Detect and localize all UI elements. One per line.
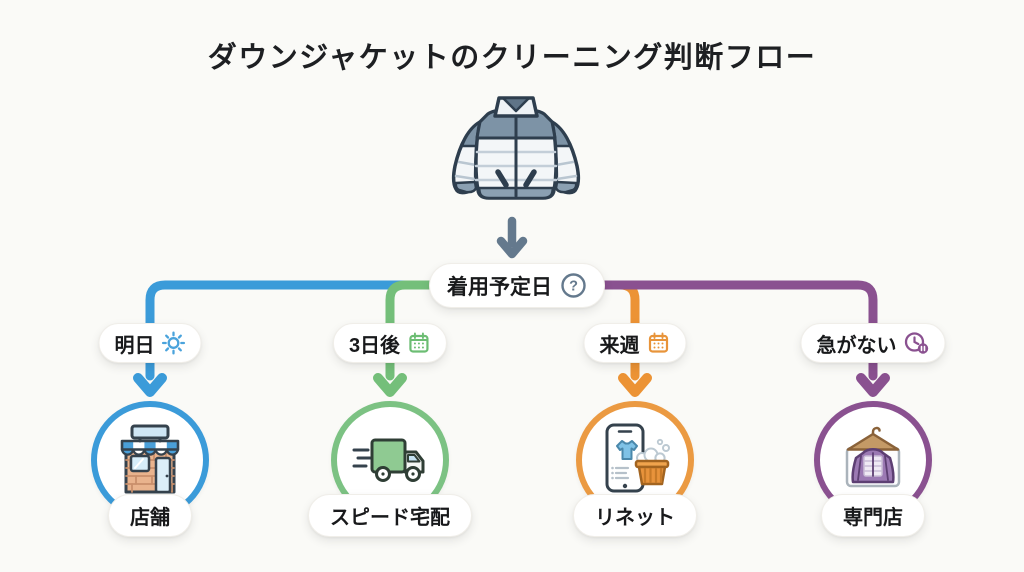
- storefront-icon: [120, 424, 180, 494]
- phone-laundry-app-icon: [605, 423, 670, 493]
- question-circle-icon: ?: [561, 273, 586, 298]
- down-jacket-icon: [443, 92, 589, 208]
- result-text: リネット: [595, 507, 675, 529]
- connector-no-rush: [595, 280, 890, 397]
- condition-tomorrow: 明日: [98, 323, 202, 363]
- decision-node-wear-date: 着用予定日 ?: [429, 263, 605, 308]
- result-label-specialty-store: 専門店: [821, 494, 925, 537]
- decision-node-label: 着用予定日: [447, 275, 552, 299]
- condition-label: 3日後: [348, 334, 401, 357]
- condition-label: 急がない: [816, 334, 897, 357]
- result-text: スピード宅配: [330, 507, 450, 529]
- svg-text:?: ?: [569, 279, 578, 295]
- condition-label: 来週: [599, 334, 640, 357]
- connector-tomorrow: [133, 280, 441, 397]
- calendar-icon: [409, 332, 429, 353]
- sun-icon: [161, 331, 186, 355]
- condition-no-rush: 急がない: [800, 323, 946, 363]
- result-text: 店舗: [130, 507, 170, 529]
- calendar-icon: [648, 332, 669, 353]
- clock-pause-icon: [904, 332, 929, 354]
- hanger-jacket-icon: [845, 426, 901, 488]
- condition-next-week: 来週: [583, 323, 687, 363]
- condition-three-days: 3日後: [332, 323, 448, 363]
- condition-label: 明日: [114, 334, 155, 357]
- result-label-lenet: リネット: [573, 494, 697, 537]
- result-label-speed-delivery: スピード宅配: [308, 494, 472, 537]
- connector-three-days: [373, 280, 475, 397]
- page-title: ダウンジャケットのクリーニング判断フロー: [207, 42, 817, 74]
- delivery-truck-icon: [352, 438, 425, 482]
- result-text: 専門店: [843, 507, 903, 529]
- result-label-store: 店舗: [108, 494, 192, 537]
- down-arrow-icon: [496, 216, 528, 259]
